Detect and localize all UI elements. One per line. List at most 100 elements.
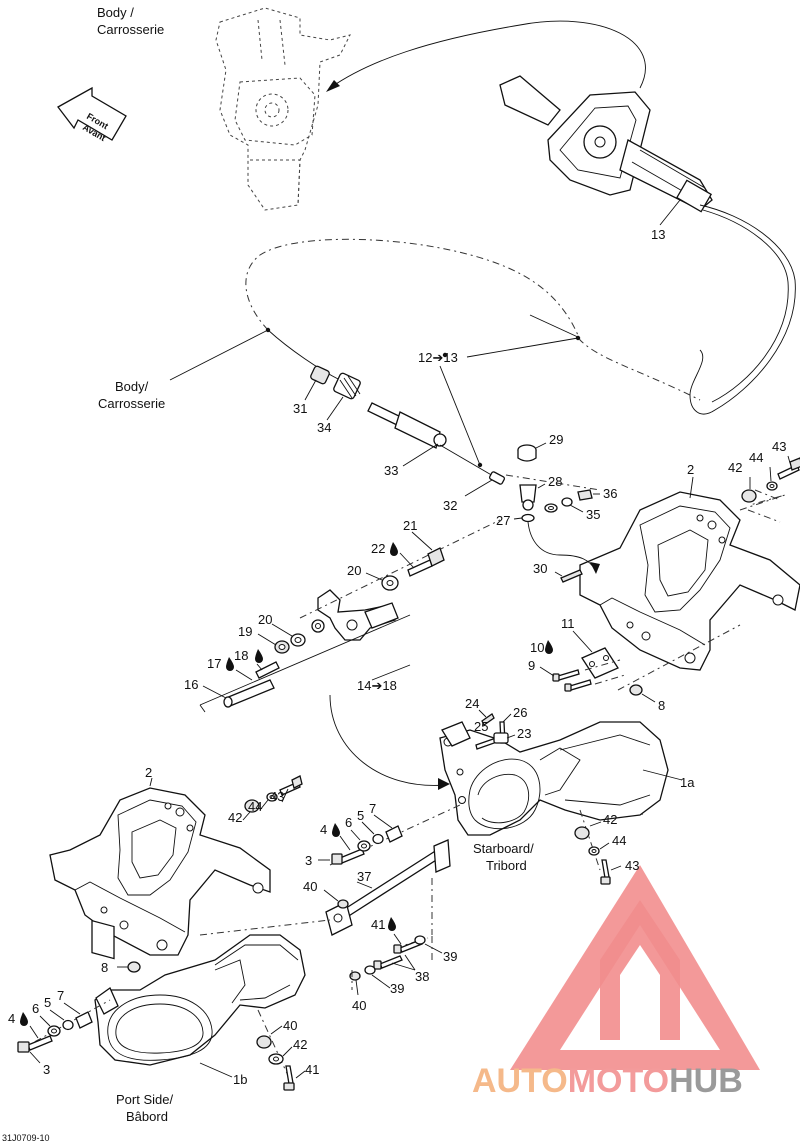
callout-16: 16 (184, 677, 198, 692)
leader-1a (642, 769, 683, 781)
axis-line-8 (617, 624, 741, 691)
callout-42-bot: 42 (293, 1037, 307, 1052)
leader-body-mid (169, 329, 269, 381)
bracket-14-18 (199, 614, 411, 706)
callout-31: 31 (293, 401, 307, 416)
leader-7-mid (373, 814, 393, 829)
nozzle-port (94, 934, 306, 1066)
callout-37: 37 (357, 869, 371, 884)
washer-6-mid (357, 840, 371, 852)
leader-5-mid (361, 821, 375, 835)
callout-20a: 20 (347, 563, 361, 578)
leader-27 (513, 517, 523, 520)
leader-23 (506, 734, 516, 739)
washer-19 (274, 640, 290, 654)
callout-13: 13 (651, 227, 665, 242)
callout-8-left: 8 (101, 960, 108, 975)
leader-4-bot (29, 1025, 39, 1039)
leader-18 (256, 663, 263, 671)
bolt-43-top (777, 457, 800, 480)
leader-12-13a (466, 337, 579, 358)
callout-43-left: 43 (270, 789, 284, 804)
body-label-top-1: Body / (97, 5, 134, 20)
watermark-logo (510, 865, 760, 1070)
port-label-2: Bâbord (126, 1109, 168, 1124)
bushing-7-bot (75, 1011, 93, 1029)
callout-40c: 40 (283, 1018, 297, 1033)
nut-40a (337, 899, 349, 909)
leader-39a (424, 943, 443, 954)
callout-35: 35 (586, 507, 600, 522)
leader-43-right (610, 865, 622, 871)
axis-line-bot (257, 1009, 291, 1081)
leader-7-bot (63, 1002, 81, 1015)
callout-24: 24 (465, 696, 479, 711)
front-arrow: Front Avant (57, 86, 127, 143)
callout-28: 28 (548, 474, 562, 489)
callout-32: 32 (443, 498, 457, 513)
nozzle-starboard (439, 721, 669, 836)
body-label-top-2: Carrosserie (97, 22, 164, 37)
callout-29: 29 (549, 432, 563, 447)
body-label-mid-1: Body/ (115, 379, 149, 394)
cable-end-33 (367, 402, 501, 481)
pin-30 (560, 569, 583, 583)
callout-1b: 1b (233, 1072, 247, 1087)
leader-2-top (689, 476, 694, 499)
throttle-cable-upper (689, 204, 796, 415)
diagram-code: 31J0709-10 (2, 1133, 50, 1143)
callout-43-right: 43 (625, 858, 639, 873)
washer-44-left (266, 792, 278, 802)
shaft-16 (223, 679, 275, 708)
cable-clip-29 (517, 444, 537, 462)
callout-42-right: 42 (603, 812, 617, 827)
callout-21: 21 (403, 518, 417, 533)
leader-20a (365, 572, 383, 581)
cable-adjuster-34 (333, 372, 361, 400)
throttle-cable-outer (702, 209, 789, 403)
leader-32 (464, 479, 493, 497)
leader-34 (326, 396, 344, 421)
leader-29 (535, 442, 547, 449)
callout-12-13: 12➔13 (418, 350, 458, 365)
arrow-lever-to-nozzle (329, 694, 446, 786)
washer-42-left (244, 799, 260, 813)
arrow-30 (527, 521, 596, 571)
leader-40b (355, 979, 359, 996)
washer-44-right (588, 846, 600, 856)
washer-44-top (766, 481, 778, 491)
washer-42-top (741, 489, 757, 503)
leader-3-bot (29, 1051, 41, 1064)
leader-6-mid (350, 829, 361, 841)
callout-3-bot: 3 (43, 1062, 50, 1077)
bolt-3-mid (331, 848, 365, 865)
screw-9 (552, 669, 580, 682)
leader-2-left (149, 777, 153, 787)
callout-4-mid: 4 (320, 822, 327, 837)
nut-40c (256, 1035, 272, 1049)
callout-38: 38 (415, 969, 429, 984)
cable-nut-31 (310, 365, 330, 385)
callout-3-mid: 3 (305, 853, 312, 868)
leader-4-mid (339, 835, 351, 851)
watermark-auto: AUTOMOTOHUB (472, 1062, 743, 1100)
plate-11 (581, 647, 619, 679)
callout-25: 25 (474, 719, 488, 734)
bushing-20b (290, 633, 306, 647)
callout-40a: 40 (303, 879, 317, 894)
leader-6-bot (39, 1015, 51, 1027)
callout-42-top: 42 (728, 460, 742, 475)
axis-line-40b (351, 935, 433, 990)
leader-16 (202, 685, 227, 699)
nut-36 (577, 489, 593, 501)
washer-35 (544, 503, 558, 513)
leader-40a (323, 889, 339, 902)
leader-44-top (769, 466, 772, 482)
washer-39b (364, 965, 376, 975)
port-label-1: Port Side/ (116, 1092, 173, 1107)
starboard-label-1: Starboard/ (473, 841, 534, 856)
bolt-21 (407, 547, 445, 577)
leader-42-right (589, 821, 602, 827)
callout-10: 10 (530, 640, 544, 655)
